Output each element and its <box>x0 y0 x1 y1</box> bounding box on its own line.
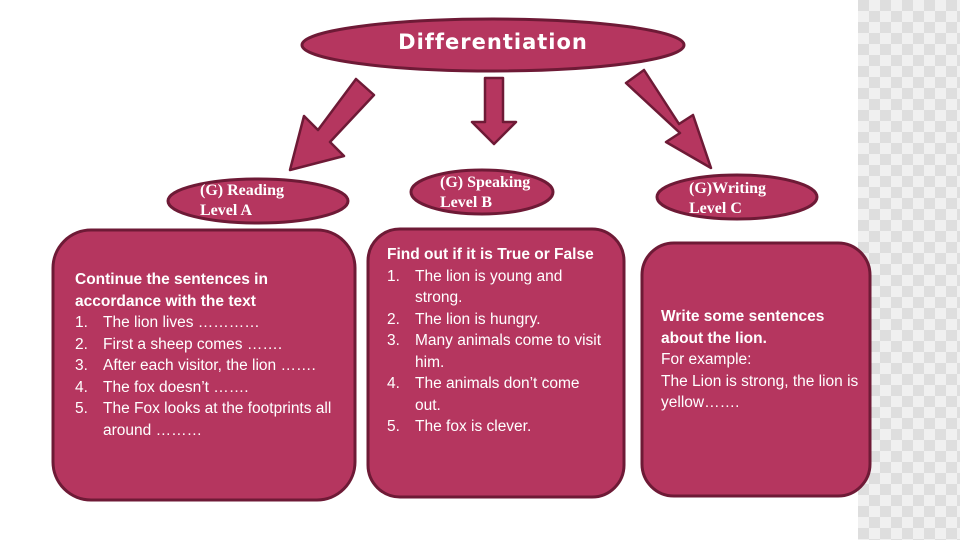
speaking-item: 4. The animals don’t come out. <box>387 373 609 416</box>
speaking-item-text: The lion is young and strong. <box>415 267 563 307</box>
speaking-item: 1. The lion is young and strong. <box>387 266 609 309</box>
reading-list: 1. The lion lives ………… 2. First a sheep co… <box>75 312 337 441</box>
reading-item-text: First a sheep comes ……. <box>103 335 283 353</box>
reading-label-ellipse <box>166 177 350 225</box>
speaking-level-line2: Level B <box>440 194 492 211</box>
reading-content: Continue the sentences in accordance wit… <box>75 269 337 441</box>
reading-item-number: 1. <box>75 314 88 331</box>
speaking-item-number: 5. <box>387 418 400 435</box>
writing-label-ellipse <box>655 173 819 221</box>
reading-item-number: 3. <box>75 357 88 374</box>
speaking-item: 2. The lion is hungry. <box>387 309 609 331</box>
reading-item: 1. The lion lives ………… <box>75 312 337 334</box>
reading-heading: Continue the sentences in accordance wit… <box>75 271 268 310</box>
speaking-item-number: 1. <box>387 267 400 285</box>
arrow-right <box>624 68 713 170</box>
writing-level-line1: (G)Writing <box>689 180 767 197</box>
speaking-item: 3. Many animals come to visit him. <box>387 330 609 373</box>
reading-item: 5. The Fox looks at the footprints all ar… <box>75 398 337 441</box>
speaking-item-text: The fox is clever. <box>415 418 532 435</box>
reading-item-text: The Fox looks at the footprints all arou… <box>103 400 332 439</box>
speaking-label-ellipse <box>409 168 555 216</box>
reading-item-number: 5. <box>75 400 88 417</box>
reading-level-label: (G) Reading Level A <box>200 181 284 221</box>
reading-item-number: 4. <box>75 378 88 396</box>
writing-level-line2: Level C <box>689 200 742 217</box>
reading-item-number: 2. <box>75 335 88 353</box>
reading-item-text: After each visitor, the lion ……. <box>103 357 316 374</box>
speaking-content: Find out if it is True or False 1. The li… <box>387 244 609 438</box>
reading-item: 3. After each visitor, the lion ……. <box>75 355 337 377</box>
speaking-box <box>366 227 626 499</box>
speaking-item: 5. The fox is clever. <box>387 416 609 438</box>
speaking-item-text: Many animals come to visit him. <box>415 332 602 371</box>
speaking-list: 1. The lion is young and strong. 2. The li… <box>387 266 609 438</box>
speaking-heading: Find out if it is True or False <box>387 246 594 263</box>
reading-item-text: The fox doesn’t ……. <box>103 378 249 396</box>
title-ellipse <box>300 17 686 73</box>
speaking-level-line1: (G) Speaking <box>440 174 531 191</box>
speaking-item-number: 2. <box>387 310 400 328</box>
reading-level-line1: (G) Reading <box>200 182 284 199</box>
writing-content: Write some sentences about the lion. For… <box>661 306 861 414</box>
writing-line-2: The Lion is strong, the lion is yellow……… <box>661 372 859 412</box>
speaking-item-number: 3. <box>387 332 400 349</box>
writing-line-1: For example: <box>661 351 752 368</box>
diagram-title: Differentiation <box>398 30 588 54</box>
reading-item: 2. First a sheep comes ……. <box>75 334 337 356</box>
reading-item-text: The lion lives ………… <box>103 314 260 331</box>
writing-box <box>640 241 872 498</box>
speaking-item-text: The lion is hungry. <box>415 310 541 328</box>
speaking-item-text: The animals don’t come out. <box>415 375 580 414</box>
writing-level-label: (G)Writing Level C <box>689 179 766 219</box>
writing-heading: Write some sentences about the lion. <box>661 308 825 347</box>
reading-box <box>51 228 357 502</box>
speaking-level-label: (G) Speaking Level B <box>440 173 530 213</box>
speaking-item-number: 4. <box>387 375 400 392</box>
arrow-middle <box>470 76 518 146</box>
arrow-left <box>288 77 376 172</box>
decorative-side-pattern <box>858 0 960 540</box>
reading-level-line2: Level A <box>200 202 252 219</box>
reading-item: 4. The fox doesn’t ……. <box>75 377 337 399</box>
